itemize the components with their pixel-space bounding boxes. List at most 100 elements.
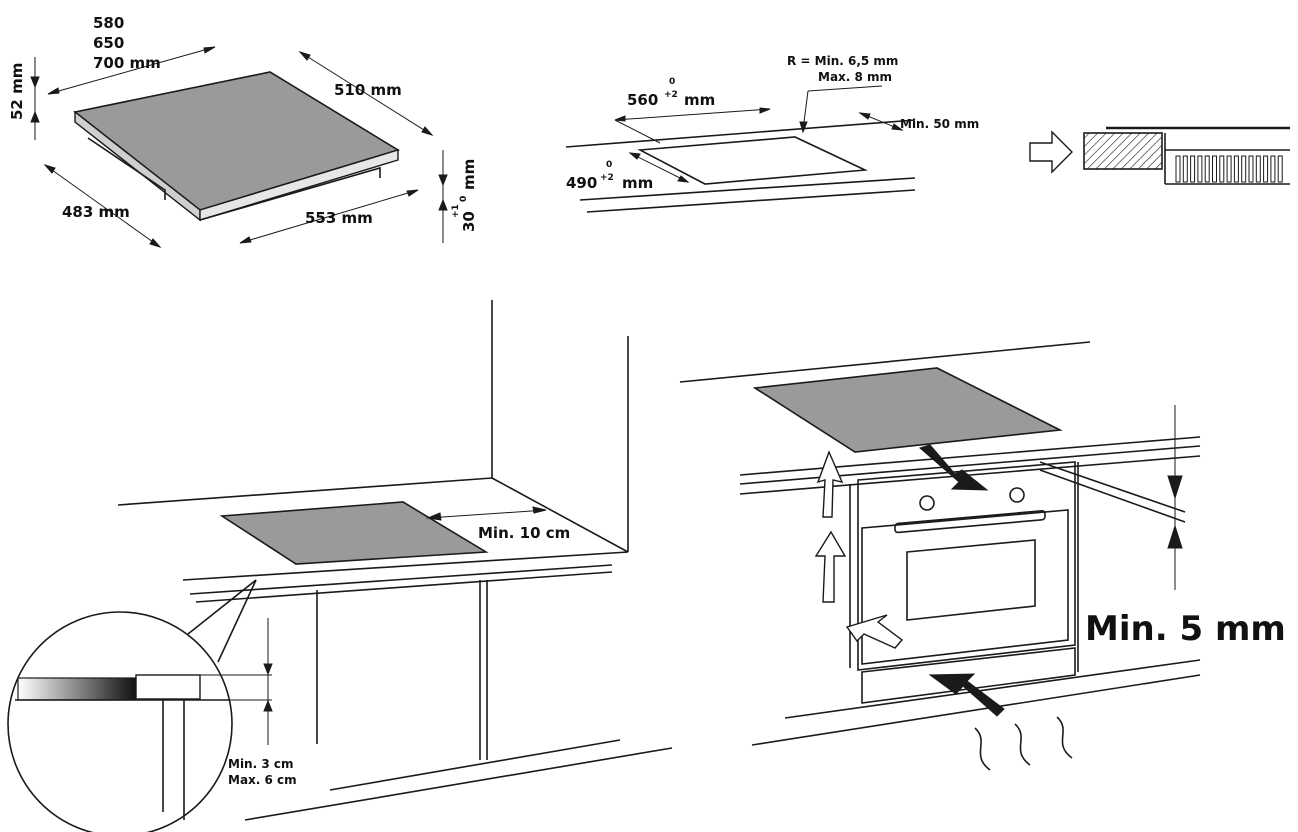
hob-right-edge: [199, 149, 399, 221]
airflow-out-arrow-icon: [918, 444, 989, 491]
dim-arrow: [263, 663, 273, 676]
dim-arrow: [263, 699, 273, 712]
dim-arrow: [203, 46, 216, 54]
width-option-1: 580: [93, 14, 124, 32]
section-detail: [1029, 126, 1290, 185]
cutout-outline: [637, 136, 869, 185]
cutout-width-value: 560: [627, 91, 658, 109]
oven-door: [861, 509, 1069, 665]
wall-line: [679, 341, 1091, 383]
radius-leader: [807, 85, 883, 92]
width-option-2: 650: [93, 34, 124, 52]
hob-cut-depth-label: 553 mm: [305, 209, 373, 227]
airflow-diagonal-arrow-icon: [845, 614, 904, 649]
worktop-edge: [189, 564, 613, 595]
oven-window: [906, 539, 1036, 621]
wall-base: [117, 477, 493, 506]
oven-frame: [857, 461, 1076, 671]
worktop-line: [579, 177, 916, 201]
dim-arrow: [406, 189, 419, 197]
dim-cut-line: [239, 189, 419, 244]
dim-arrow: [759, 107, 771, 114]
worktop-edge: [739, 455, 1201, 495]
installation-right: Min. 5 mm: [679, 341, 1286, 771]
dim-arrow: [298, 51, 311, 61]
airflow-up-arrow-icon: [814, 530, 847, 603]
cutout-width-unit: mm: [684, 91, 715, 109]
cutout-depth-unit: mm: [622, 174, 653, 192]
side-height-label: 30: [460, 211, 478, 232]
heat-fin: [1190, 155, 1196, 183]
width-option-3: 700 mm: [93, 54, 161, 72]
installation-left: Min. 10 cm Min. 3 cm Max. 6 cm: [7, 300, 673, 832]
heat-fin: [1204, 155, 1210, 183]
floor-line: [751, 674, 1201, 746]
cutout-width-tol-top: 0: [669, 77, 675, 87]
dim-arrow: [426, 512, 442, 521]
heat-fin: [1182, 155, 1188, 183]
heat-wave: [1056, 716, 1073, 759]
floor-line: [244, 747, 673, 821]
dim-cutout-depth: [629, 152, 689, 183]
dim-arrow: [438, 198, 448, 211]
direction-arrow-icon: [1029, 130, 1073, 174]
worktop-back: [1039, 461, 1186, 513]
hob-dimension-drawing: 580 650 700 mm 52 mm 510 mm 483 mm 553 m…: [8, 14, 478, 248]
heat-fin: [1212, 155, 1217, 183]
heat-fin: [1277, 155, 1283, 183]
dim-arrow: [421, 126, 434, 136]
cutout-depth-tol-bottom: +2: [600, 173, 614, 183]
dim-width-line: [47, 46, 216, 95]
dim-arrow: [438, 174, 448, 187]
dim-arrow: [30, 110, 40, 123]
heat-fin: [1248, 155, 1254, 183]
dim-front-line: [44, 164, 161, 248]
radius-min-label: R = Min. 6,5 mm: [787, 54, 898, 68]
hob-depth-label: 510 mm: [334, 81, 402, 99]
dim-arrow: [677, 175, 690, 183]
dim-depth-line: [299, 51, 433, 136]
worktop-front: [182, 551, 629, 581]
oven-drawer: [861, 647, 1076, 704]
worktop-line: [565, 119, 916, 148]
heat-wave: [1014, 723, 1031, 766]
wall-clearance-label: Min. 10 cm: [478, 524, 570, 542]
dim-arrow: [1167, 475, 1183, 500]
dim-arrow: [614, 115, 626, 122]
magnifier-pointer: [217, 579, 257, 663]
dim-cutout-width: [614, 108, 771, 121]
dim-arrow: [47, 87, 60, 95]
min-back-label: Min. 50 mm: [900, 117, 979, 131]
dim-arrow: [532, 506, 547, 514]
hob-section: [135, 674, 201, 700]
cutout-width-tol-bottom: +2: [664, 90, 678, 100]
dim-arrow: [30, 76, 40, 89]
heat-fin: [1219, 155, 1225, 183]
cutout-drawing: 560 0 +2 mm 490 0 +2 mm R = Min. 6,5 mm …: [565, 54, 979, 213]
dim-arrow: [239, 236, 252, 244]
dim-arrow: [149, 238, 162, 248]
cutout-depth-value: 490: [566, 174, 597, 192]
worktop-back: [1039, 469, 1186, 523]
side-height-unit: mm: [460, 159, 478, 190]
wall-base-right: [491, 477, 629, 553]
oven-knob: [1009, 487, 1025, 503]
dim-arrow: [1167, 524, 1183, 549]
hob-body-outline-right: [199, 166, 381, 221]
extension-line: [614, 119, 661, 144]
magnifier-circle: [7, 611, 233, 832]
heat-wave: [974, 727, 991, 771]
worktop-front: [739, 436, 1201, 476]
cutout-depth-tol-top: 0: [606, 160, 612, 170]
hob-body-outline: [87, 137, 166, 200]
plinth-line: [784, 659, 1201, 719]
dim-arrow: [628, 152, 641, 160]
dim-arrow: [43, 164, 56, 174]
hob-over-oven: [752, 367, 1063, 453]
oven-knob: [919, 495, 935, 511]
side-height-tolerance-bottom: 0: [459, 196, 469, 202]
magnifier-pointer: [187, 579, 257, 635]
worktop-gradient-section: [17, 677, 137, 701]
heat-fin: [1263, 155, 1269, 183]
